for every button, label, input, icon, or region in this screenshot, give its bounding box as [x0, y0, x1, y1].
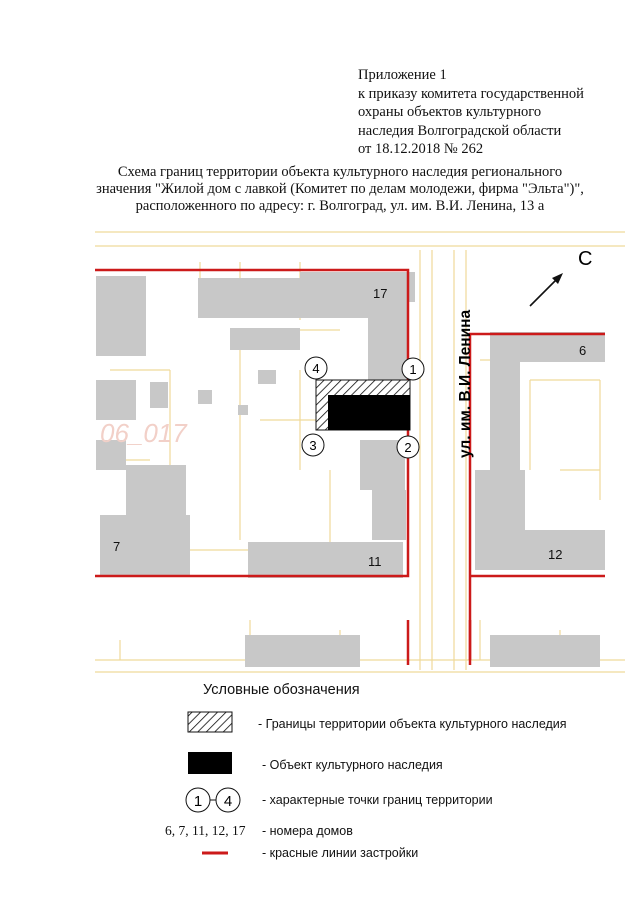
building — [475, 470, 525, 530]
building — [198, 390, 212, 404]
legend-label-boundary: - Границы территории объекта культурного… — [258, 717, 567, 731]
building — [248, 542, 403, 578]
buildings — [96, 272, 605, 667]
house-number-6: 6 — [579, 343, 586, 358]
scheme-title: Схема границ территории объекта культурн… — [60, 164, 620, 215]
building — [96, 440, 126, 470]
building — [300, 272, 415, 302]
red-line-east-block — [468, 332, 605, 660]
house-number-12: 12 — [548, 547, 562, 562]
legend-point-to: 4 — [224, 793, 232, 810]
point-1: 1 — [401, 357, 425, 381]
building — [490, 332, 605, 362]
building — [368, 302, 408, 382]
point-3: 3 — [301, 433, 325, 457]
house-number-17: 17 — [373, 286, 387, 301]
point-label: 3 — [309, 438, 316, 453]
building — [96, 276, 146, 356]
point-label: 4 — [312, 361, 319, 376]
road-line — [95, 231, 625, 673]
legend-label-points: - характерные точки границ территории — [262, 793, 493, 807]
header-line: Приложение 1 — [358, 67, 447, 83]
building — [490, 635, 600, 667]
house-number-11: 11 — [368, 554, 382, 569]
legend-symbols: 1 4 — [185, 711, 241, 855]
building — [100, 515, 190, 577]
building — [245, 635, 360, 667]
building — [238, 405, 248, 415]
legend-label-red-lines: - красные линии застройки — [262, 846, 419, 860]
building — [96, 380, 136, 420]
house-number-7: 7 — [113, 539, 120, 554]
header-line: наследия Волгоградской области — [358, 122, 562, 139]
building — [230, 328, 300, 350]
boundary-map: 06_017 1 2 3 4 17 6 7 12 11 ул. им. В.И.… — [95, 231, 625, 673]
legend-point-from: 1 — [194, 793, 202, 810]
header-line: охраны объектов культурного — [358, 104, 542, 120]
point-2: 2 — [396, 435, 420, 459]
north-arrow-icon — [529, 273, 563, 307]
building — [258, 370, 276, 384]
street-label: ул. им. В.И. Ленина — [457, 310, 474, 458]
legend-hatched-box-icon — [187, 711, 233, 733]
point-label: 1 — [409, 362, 416, 377]
appendix-header: Приложение 1 к приказу комитета государс… — [358, 66, 628, 159]
legend-points-icon: 1 4 — [185, 787, 241, 813]
header-line: от 18.12.2018 № 262 — [358, 141, 484, 157]
legend-house-numbers: 6, 7, 11, 12, 17 — [165, 823, 246, 838]
building — [475, 530, 605, 570]
road-line — [419, 250, 467, 670]
legend-title: Условные обозначения — [203, 682, 360, 698]
watermark: 06_017 — [100, 418, 188, 448]
header-line: к приказу комитета государственной — [358, 85, 584, 102]
point-label: 2 — [404, 440, 411, 455]
point-4: 4 — [304, 356, 328, 380]
title-line: расположенного по адресу: г. Волгоград, … — [135, 198, 545, 214]
legend-label-house-numbers: - номера домов — [262, 824, 353, 838]
legend-black-box-icon — [188, 752, 232, 774]
north-label: С — [578, 248, 592, 270]
title-line: значения "Жилой дом с лавкой (Комитет по… — [96, 181, 584, 197]
legend-label-object: - Объект культурного наследия — [262, 758, 443, 772]
title-line: Схема границ территории объекта культурн… — [117, 164, 563, 180]
building — [372, 490, 406, 540]
heritage-object — [328, 395, 410, 430]
building — [150, 382, 168, 408]
